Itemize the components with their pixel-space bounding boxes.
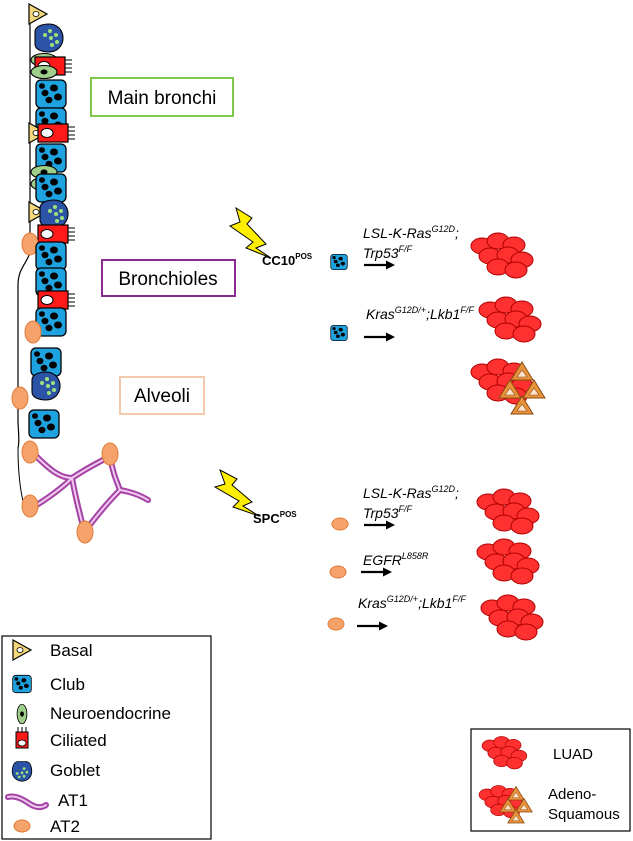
- club-icon: [12, 674, 32, 694]
- model-spc-egfr: EGFRL858R: [359, 538, 540, 585]
- at2-cell-origin: [331, 517, 349, 531]
- arrow-icon: [355, 620, 390, 632]
- airway-wall: [17, 251, 31, 449]
- ciliated-icon: [15, 727, 29, 749]
- legend-ciliated-label: Ciliated: [50, 731, 107, 750]
- goblet-cell: [34, 23, 64, 53]
- adenosquamous-legend-line2: Squamous: [548, 806, 620, 823]
- at1-icon: [5, 793, 49, 811]
- model-cc10-kras-trp53: LSL-K-RasG12D; Trp53F/F: [362, 224, 534, 279]
- adenosquamous-legend-line1: Adeno-: [548, 786, 596, 803]
- ciliated-cell: [37, 290, 76, 310]
- at2-cell: [24, 320, 42, 344]
- at2-icon: [13, 819, 31, 833]
- ciliated-cell: [37, 123, 76, 143]
- at2-cell: [21, 494, 39, 518]
- at2-cell: [101, 442, 119, 466]
- at2-cell-origin: [329, 565, 347, 579]
- model-spc-kras-trp53: LSL-K-RasG12D; Trp53F/F: [362, 484, 540, 535]
- luad-tumor: [478, 296, 542, 343]
- at2-cell: [11, 386, 29, 410]
- club-cell: [35, 241, 67, 271]
- region-main-bronchi: Main bronchi: [90, 77, 234, 117]
- main-bronchi-label: Main bronchi: [108, 88, 217, 109]
- club-cell: [35, 79, 67, 109]
- ciliated-cell: [37, 224, 76, 244]
- alveolar-network: [17, 440, 151, 544]
- genotype-line1: LSL-K-RasG12D;: [363, 484, 459, 501]
- goblet-cell: [39, 199, 69, 229]
- luad-tumor: [476, 538, 540, 585]
- genotype-line: KrasG12D/+;Lkb1F/F: [366, 305, 474, 322]
- alveoli-label: Alveoli: [134, 386, 190, 407]
- airway-epithelium: [11, 3, 76, 449]
- club-cell: [28, 409, 60, 439]
- arrow-icon: [362, 331, 397, 343]
- luad-tumor: [480, 594, 544, 641]
- region-alveoli: Alveoli: [119, 376, 205, 415]
- luad-tumor: [476, 488, 540, 535]
- genotype-line1: LSL-K-RasG12D;: [363, 224, 459, 241]
- club-cell-origin: [330, 253, 348, 271]
- cc10-label: CC10POS: [262, 252, 313, 268]
- legend-club-label: Club: [50, 675, 85, 694]
- genotype-line2: Trp53F/F: [363, 244, 413, 261]
- adenosquamous-tumor: [470, 358, 546, 415]
- goblet-icon: [11, 761, 33, 782]
- lightning-icon: [213, 468, 260, 517]
- at2-cell: [21, 440, 39, 464]
- luad-legend-label: LUAD: [553, 746, 593, 763]
- genotype-line: EGFRL858R: [363, 551, 429, 568]
- tumor-legend: LUAD Adeno- Squamous: [470, 728, 631, 832]
- club-cell: [35, 173, 67, 203]
- bronchioles-label: Bronchioles: [118, 269, 217, 290]
- legend-goblet-label: Goblet: [50, 761, 100, 780]
- arrow-icon: [362, 519, 397, 531]
- legend-at1-label: AT1: [58, 791, 88, 810]
- luad-tumor: [470, 232, 534, 279]
- neuroendocrine-cell: [30, 64, 58, 80]
- club-cell-origin: [330, 324, 348, 342]
- model-spc-kras-lkb1: KrasG12D/+;Lkb1F/F: [355, 594, 544, 641]
- legend-at2-label: AT2: [50, 817, 80, 836]
- legend-basal-label: Basal: [50, 641, 93, 660]
- at2-cell: [76, 520, 94, 544]
- model-cc10-kras-lkb1: KrasG12D/+;Lkb1F/F: [362, 296, 546, 415]
- at2-cell-origin: [327, 617, 345, 631]
- lightning-icon: [228, 206, 272, 259]
- genotype-line: KrasG12D/+;Lkb1F/F: [358, 594, 466, 611]
- region-bronchioles: Bronchioles: [101, 259, 236, 297]
- basal-cell: [28, 3, 48, 25]
- spc-label: SPCPOS: [253, 510, 297, 526]
- neuroendocrine-icon: [16, 703, 28, 725]
- legend-neuroendocrine-label: Neuroendocrine: [50, 704, 171, 723]
- goblet-cell: [31, 371, 61, 401]
- genotype-line2: Trp53F/F: [363, 504, 413, 521]
- arrow-icon: [359, 566, 394, 578]
- arrow-icon: [362, 259, 397, 271]
- cell-legend: Basal Club Neuroendocrine Ciliated Goble…: [1, 635, 212, 840]
